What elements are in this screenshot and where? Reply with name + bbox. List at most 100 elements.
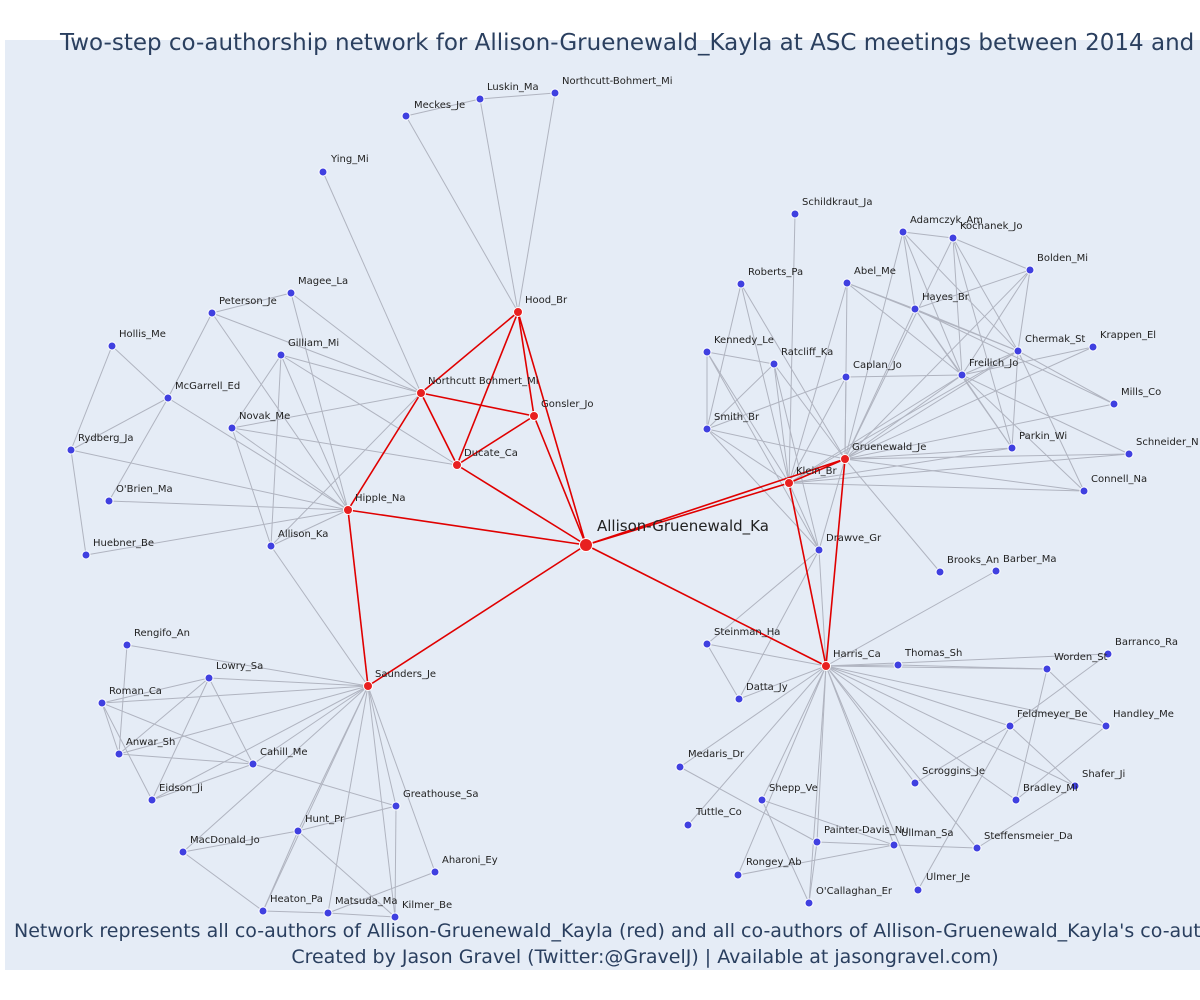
node-brooks-an[interactable] — [935, 567, 945, 577]
edge-lowry-sa--anwar-sh — [118, 677, 210, 755]
node-macdonald-jo[interactable] — [178, 847, 188, 857]
node-eidson-ji[interactable] — [147, 795, 157, 805]
node-kilmer-be[interactable] — [390, 912, 400, 922]
node-medaris-dr[interactable] — [675, 762, 685, 772]
node-harris-ca[interactable] — [821, 661, 831, 671]
node-ying-mi[interactable] — [318, 167, 328, 177]
node-scroggins-je[interactable] — [910, 778, 920, 788]
nodes-layer[interactable] — [66, 88, 1134, 922]
node-krappen-el[interactable] — [1088, 342, 1098, 352]
node-shafer-ji[interactable] — [1070, 781, 1080, 791]
node-northcutt-bohmert-mi[interactable] — [416, 388, 426, 398]
node-kennedy-le[interactable] — [702, 347, 712, 357]
node-schneider-n[interactable] — [1124, 449, 1134, 459]
node-schildkraut-ja[interactable] — [790, 209, 800, 219]
node-ratcliff-ka[interactable] — [769, 359, 779, 369]
node-bolden-mi[interactable] — [1025, 265, 1035, 275]
node-roberts-pa[interactable] — [736, 279, 746, 289]
node-barranco-ra[interactable] — [1103, 649, 1113, 659]
node-label-huebner-be: Huebner_Be — [93, 538, 154, 549]
edge-matsuda-ma--kilmer-be — [327, 912, 396, 918]
edge-chermak-st--parkin-wi — [1011, 350, 1019, 449]
node-magee-la[interactable] — [286, 288, 296, 298]
node-o-brien-ma[interactable] — [104, 496, 114, 506]
node-gilliam-mi[interactable] — [276, 350, 286, 360]
node-label-smith-br: Smith_Br — [714, 412, 760, 423]
node-abel-me[interactable] — [842, 278, 852, 288]
node-adamczyk-am[interactable] — [898, 227, 908, 237]
node-label-ying-mi: Ying_Mi — [330, 154, 369, 165]
node-mills-co[interactable] — [1109, 399, 1119, 409]
edge-caplan-jo--smith-br — [706, 376, 847, 430]
node-allison-ka[interactable] — [266, 541, 276, 551]
node-saunders-je[interactable] — [363, 681, 373, 691]
node-o-callaghan-er[interactable] — [804, 898, 814, 908]
node-smith-br[interactable] — [702, 424, 712, 434]
node-northcutt-bohmert-mi[interactable] — [550, 88, 560, 98]
node-klein-br[interactable] — [784, 478, 794, 488]
node-hunt-pr[interactable] — [293, 826, 303, 836]
ego-edge-allison-gruenewald-ka--ducate-ca — [456, 464, 587, 546]
node-novak-me[interactable] — [227, 423, 237, 433]
node-label-barber-ma: Barber_Ma — [1003, 554, 1056, 565]
node-drawve-gr[interactable] — [814, 545, 824, 555]
node-steinman-ha[interactable] — [702, 639, 712, 649]
edge-caplan-jo--freilich-jo — [845, 374, 963, 378]
node-caplan-jo[interactable] — [841, 372, 851, 382]
node-rongey-ab[interactable] — [733, 870, 743, 880]
node-kochanek-jo[interactable] — [948, 233, 958, 243]
node-parkin-wi[interactable] — [1007, 443, 1017, 453]
node-label-parkin-wi: Parkin_Wi — [1019, 431, 1067, 442]
node-bradley-mi[interactable] — [1011, 795, 1021, 805]
node-rydberg-ja[interactable] — [66, 445, 76, 455]
node-freilich-jo[interactable] — [957, 370, 967, 380]
node-aharoni-ey[interactable] — [430, 867, 440, 877]
node-heaton-pa[interactable] — [258, 906, 268, 916]
node-huebner-be[interactable] — [81, 550, 91, 560]
node-hipple-na[interactable] — [343, 505, 353, 515]
node-lowry-sa[interactable] — [204, 673, 214, 683]
node-hood-br[interactable] — [513, 307, 523, 317]
edge-ratcliff-ka--smith-br — [706, 363, 775, 430]
node-cahill-me[interactable] — [248, 759, 258, 769]
node-rengifo-an[interactable] — [122, 640, 132, 650]
node-label-steffensmeier-da: Steffensmeier_Da — [984, 831, 1073, 842]
node-label-gonsler-jo: Gonsler_Jo — [541, 399, 594, 410]
node-hollis-me[interactable] — [107, 341, 117, 351]
node-ulmer-je[interactable] — [913, 885, 923, 895]
node-painter-davis-nu[interactable] — [812, 837, 822, 847]
node-tuttle-co[interactable] — [683, 820, 693, 830]
node-steffensmeier-da[interactable] — [972, 843, 982, 853]
node-chermak-st[interactable] — [1013, 346, 1023, 356]
node-feldmeyer-be[interactable] — [1005, 721, 1015, 731]
node-ullman-sa[interactable] — [889, 840, 899, 850]
node-barber-ma[interactable] — [991, 566, 1001, 576]
node-label-eidson-ji: Eidson_Ji — [159, 783, 203, 794]
node-peterson-je[interactable] — [207, 308, 217, 318]
node-worden-st[interactable] — [1042, 664, 1052, 674]
node-gruenewald-je[interactable] — [840, 454, 850, 464]
node-anwar-sh[interactable] — [114, 749, 124, 759]
node-label-schneider-n: Schneider_N — [1136, 437, 1199, 448]
node-matsuda-ma[interactable] — [323, 908, 333, 918]
node-thomas-sh[interactable] — [893, 660, 903, 670]
edge-roberts-pa--smith-br — [706, 283, 742, 430]
node-label-scroggins-je: Scroggins_Je — [922, 766, 985, 777]
edge-kochanek-jo--gruenewald-je — [844, 237, 954, 460]
node-datta-jy[interactable] — [734, 694, 744, 704]
node-gonsler-jo[interactable] — [529, 411, 539, 421]
node-meckes-je[interactable] — [401, 111, 411, 121]
node-shepp-ve[interactable] — [757, 795, 767, 805]
node-greathouse-sa[interactable] — [391, 801, 401, 811]
node-luskin-ma[interactable] — [475, 94, 485, 104]
node-roman-ca[interactable] — [97, 698, 107, 708]
node-allison-gruenewald-ka[interactable] — [579, 538, 593, 552]
node-mcgarrell-ed[interactable] — [163, 393, 173, 403]
node-ducate-ca[interactable] — [452, 460, 462, 470]
node-handley-me[interactable] — [1101, 721, 1111, 731]
node-connell-na[interactable] — [1079, 486, 1089, 496]
edge-o-callaghan-er--harris-ca — [808, 665, 827, 904]
edge-freilich-jo--schneider-n — [961, 374, 1130, 455]
node-hayes-br[interactable] — [910, 304, 920, 314]
